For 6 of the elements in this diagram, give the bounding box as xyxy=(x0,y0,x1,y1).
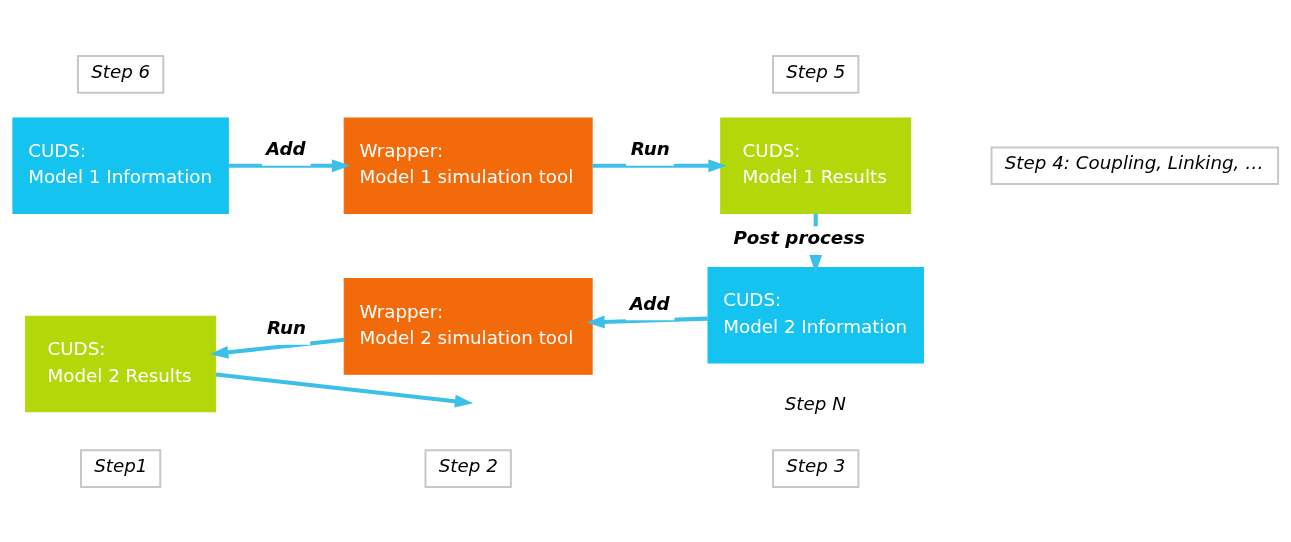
edge-label: Run xyxy=(266,316,307,338)
label: Step N xyxy=(784,392,846,414)
edge-label: Add xyxy=(265,137,306,159)
edge-label: Post process xyxy=(733,226,866,248)
edge-label: Add xyxy=(629,292,670,314)
edge-label: Run xyxy=(630,137,670,159)
